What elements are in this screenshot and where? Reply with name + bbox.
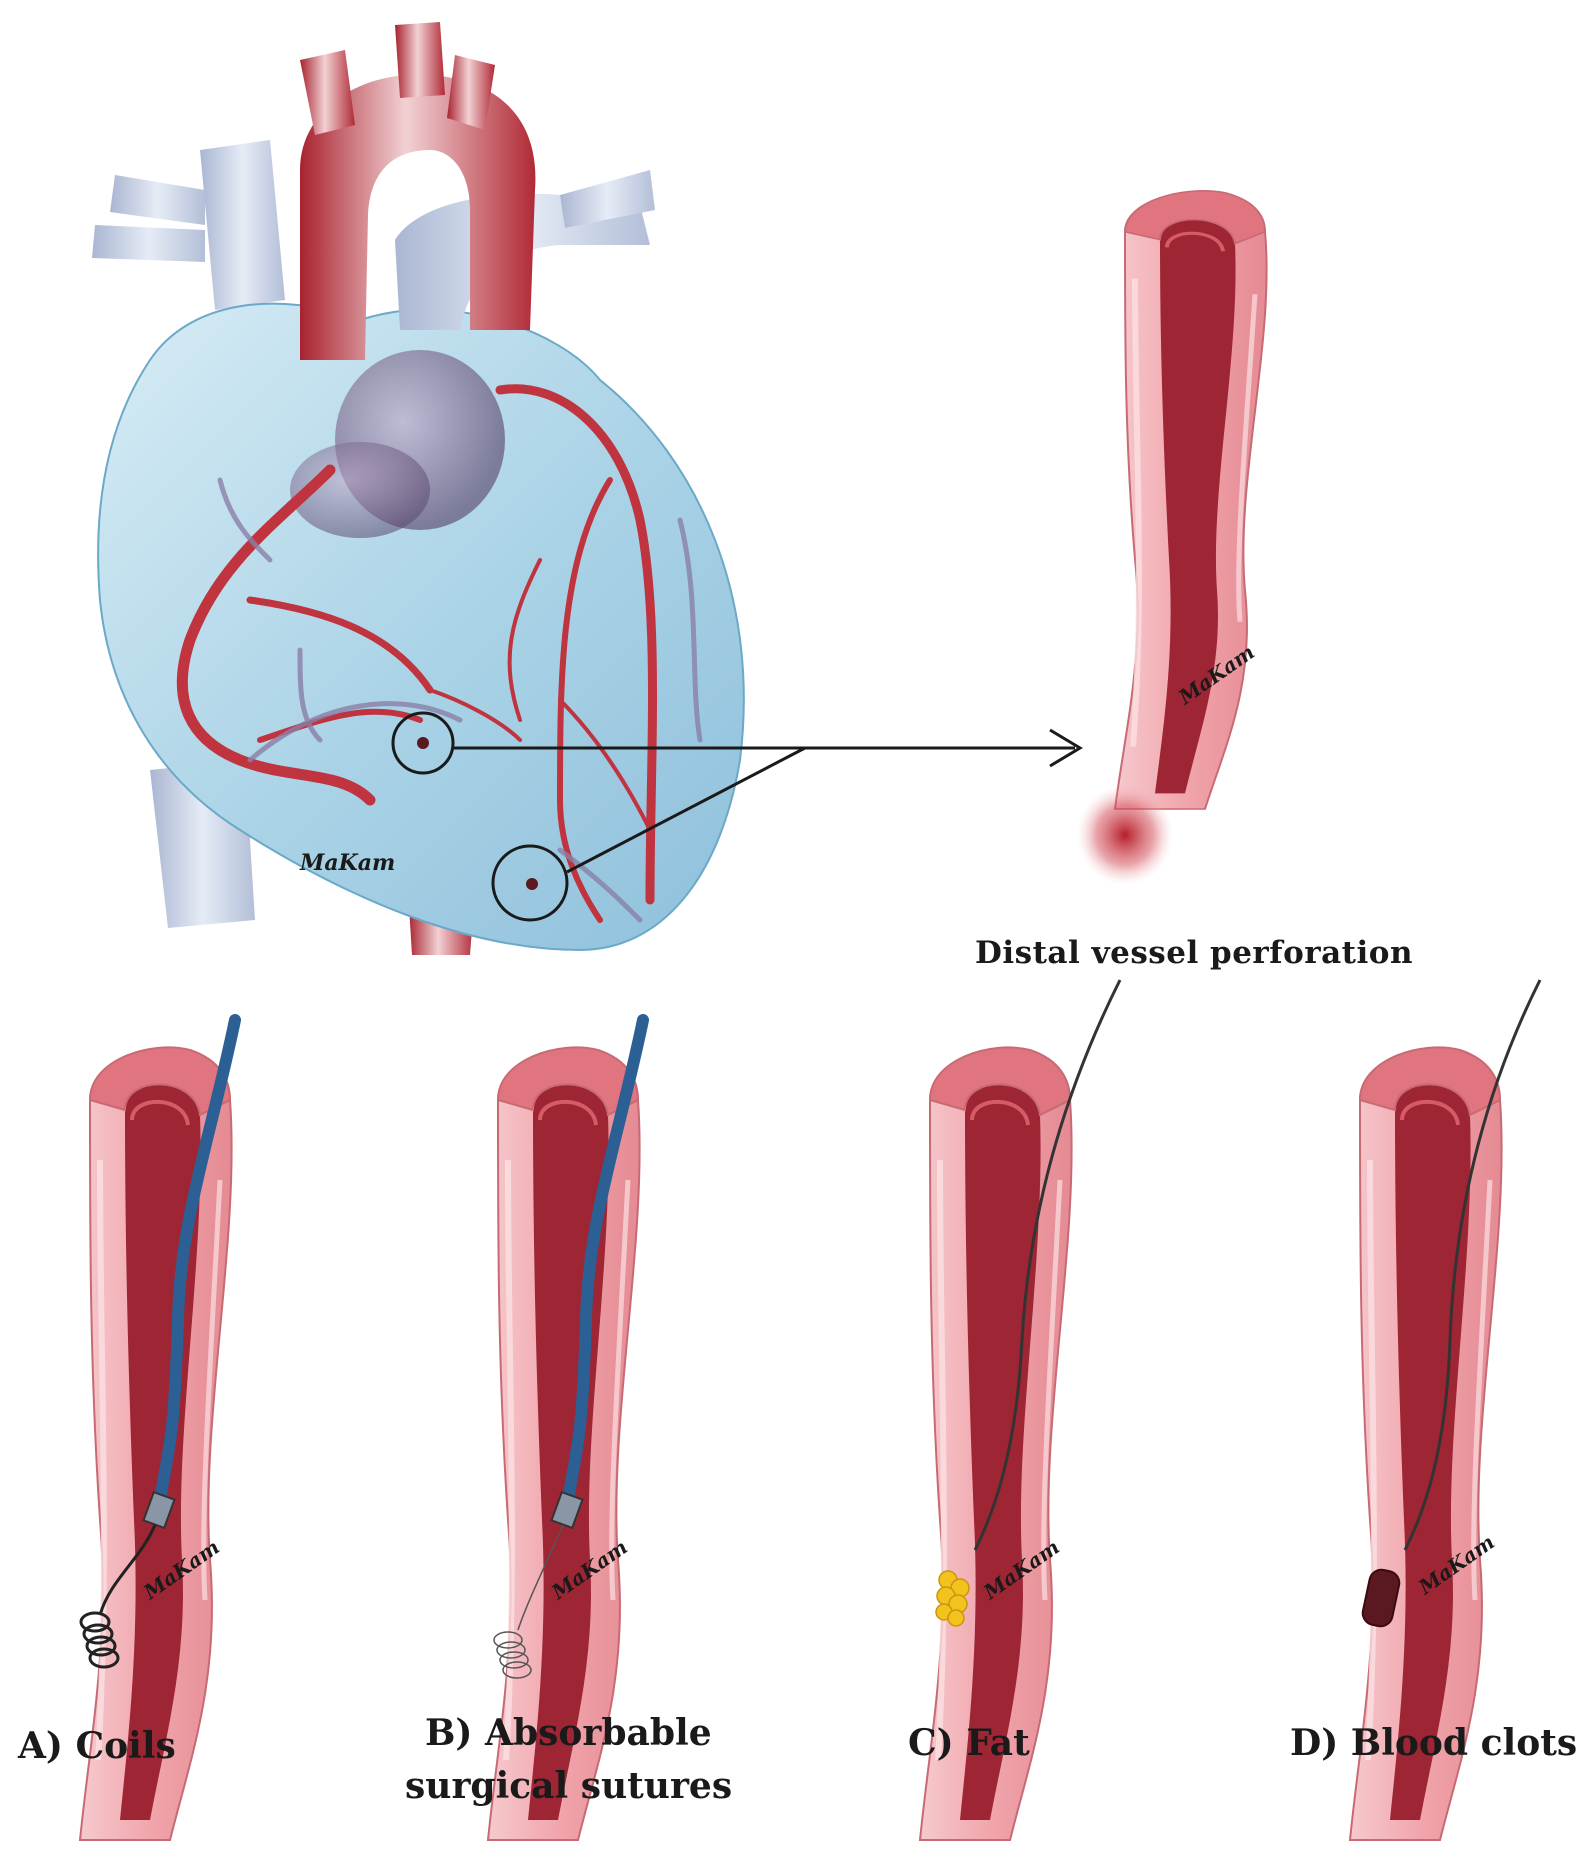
guidewire [1403,979,1542,1551]
suture-thread [517,1524,564,1631]
perforation-dot [417,737,429,749]
perforation-dot [526,878,538,890]
arrow-head-icon [1049,728,1083,768]
catheter-tip-icon [550,1490,584,1530]
bleeding-icon [1077,785,1173,885]
panel-b-vessel: MaKam [488,1014,649,1840]
superior-vena-cava [200,140,285,310]
catheter [154,1014,241,1506]
coil-wire [98,1524,157,1616]
coronary-arteries [176,384,657,923]
perforation-site-circle [391,711,455,775]
panel-b-label-line2: surgical sutures [405,1765,733,1807]
fat-icon [935,1570,970,1627]
catheter-tip-icon [142,1490,176,1530]
heart-illustration: MaKam [92,22,1083,955]
panel-c-label: C) Fat [908,1722,1030,1764]
cardiac-veins [217,477,703,923]
panel-d-label: D) Blood clots [1290,1722,1578,1764]
panel-a-label: A) Coils [18,1725,176,1767]
left-carotid-artery [395,22,445,98]
brachiocephalic-artery [300,50,355,135]
perforated-vessel [1115,191,1267,809]
pulmonary-branch [560,170,655,228]
blood-clot-icon [1361,1568,1401,1628]
brachiocephalic-vein [110,175,205,225]
panel-d-vessel: MaKam [1350,979,1542,1840]
left-brachiocephalic-vein [92,225,205,262]
perforation-label: Distal vessel perforation [975,935,1413,971]
heart-chamber [290,442,430,538]
panel-b-label-line1: B) Absorbable [425,1712,712,1754]
catheter [562,1014,649,1506]
perforation-site-circle [491,844,569,922]
panel-a-vessel: MaKam [79,1014,241,1840]
pointer-line [566,746,806,874]
panel-c-vessel: MaKam [920,979,1122,1840]
artist-signature: MaKam [299,850,395,876]
left-subclavian-artery [447,55,495,130]
pulmonary-artery [395,193,650,330]
suture-icon [493,1631,532,1679]
aortic-arch [300,74,536,360]
coil-icon [79,1611,120,1669]
guidewire [973,979,1122,1551]
